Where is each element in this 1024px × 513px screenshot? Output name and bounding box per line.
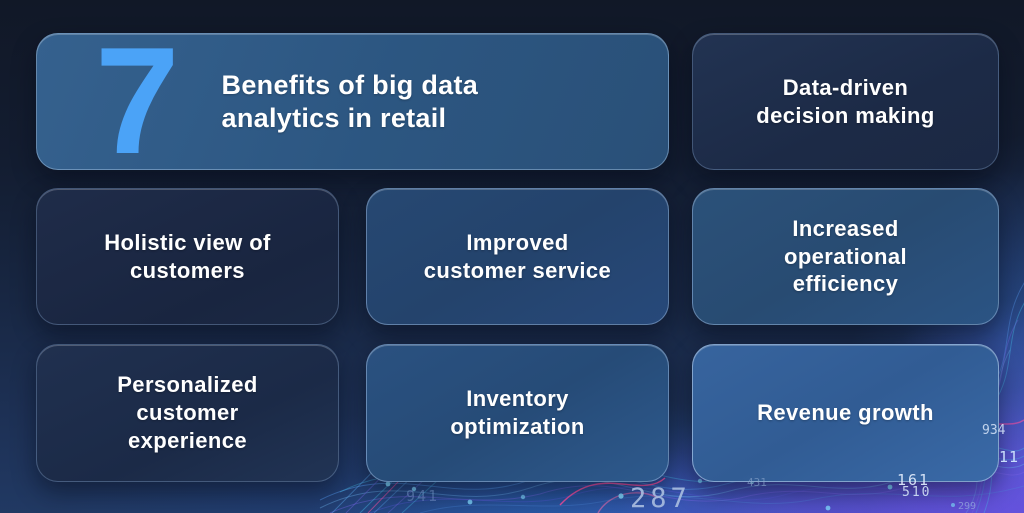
card-label: Improved customer service (423, 229, 612, 283)
card-label: Revenue growth (757, 400, 934, 426)
page-title: Benefits of big data analytics in retail (221, 70, 479, 133)
card-label: Data-driven decision making (756, 74, 935, 128)
card-inventory-optimization: Inventory optimization (366, 344, 669, 482)
card-data-driven-decision-making: Data-driven decision making (692, 33, 999, 170)
card-label: Increased operational efficiency (784, 215, 907, 297)
card-revenue-growth: Revenue growth (692, 344, 999, 482)
card-improved-customer-service: Improved customer service (366, 188, 669, 325)
card-label: Inventory optimization (450, 386, 585, 439)
card-personalized-customer-experience: Personalized customer experience (36, 344, 339, 482)
card-holistic-view-of-customers: Holistic view of customers (36, 188, 339, 325)
card-label: Holistic view of customers (104, 229, 271, 283)
card-increased-operational-efficiency: Increased operational efficiency (692, 188, 999, 325)
title-card: 7 Benefits of big data analytics in reta… (36, 16, 669, 187)
card-label: Personalized customer experience (117, 372, 258, 453)
count-number: 7 (95, 16, 180, 187)
